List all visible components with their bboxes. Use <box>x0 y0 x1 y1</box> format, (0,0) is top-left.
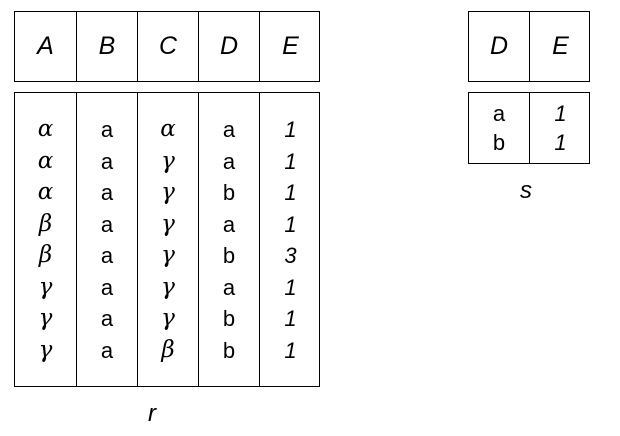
s-header-cell: E <box>530 12 591 81</box>
r-cell-value: α <box>37 116 54 142</box>
r-column-header: C <box>158 32 178 60</box>
r-cell-value: α <box>37 147 54 174</box>
s-column-header: D <box>489 32 509 60</box>
s-cell-value: b <box>492 130 506 155</box>
r-cell-value: 1 <box>284 117 297 142</box>
r-column-header: A <box>37 32 54 60</box>
r-cell-value: a <box>222 211 236 237</box>
r-cell-value: a <box>100 148 114 174</box>
r-cell-value: b <box>222 306 236 331</box>
r-cell-value: 1 <box>284 337 297 363</box>
r-column-header: B <box>98 32 116 60</box>
r-column-header: D <box>219 32 239 60</box>
r-cell-value: 1 <box>284 180 297 205</box>
r-cell-value: 1 <box>284 148 297 174</box>
r-cell-value: γ <box>38 336 53 363</box>
r-cell-value: a <box>100 117 114 142</box>
r-cell-value: 1 <box>284 306 297 331</box>
r-column-header: E <box>282 32 299 60</box>
r-cell-value: β <box>38 210 53 237</box>
r-cell-value: a <box>100 180 114 205</box>
r-cell-value: γ <box>38 305 53 331</box>
s-cell-value: 1 <box>554 130 567 155</box>
r-header-cell: B <box>77 12 138 81</box>
r-cell-value: α <box>37 179 54 205</box>
r-cell-value: b <box>222 180 236 205</box>
r-cell-value: γ <box>161 147 175 174</box>
relation-s-header: D E <box>468 11 590 82</box>
relation-r-header: A B C D E <box>14 11 320 82</box>
s-cell-value: 1 <box>554 101 567 126</box>
r-cell-value: a <box>100 306 114 331</box>
r-cell-value: a <box>100 337 114 363</box>
relation-r-caption: r <box>148 400 156 427</box>
relation-s-caption: s <box>520 177 532 204</box>
r-cell-value: γ <box>161 305 175 331</box>
r-cell-value: a <box>100 274 114 300</box>
r-header-cell: E <box>260 12 321 81</box>
r-cell-value: β <box>161 336 175 363</box>
s-cell-value: a <box>492 101 506 126</box>
s-column-header: E <box>552 32 569 60</box>
r-cell-value: a <box>100 211 114 237</box>
r-cell-value: β <box>38 242 53 268</box>
r-cell-value: 3 <box>284 243 297 268</box>
r-cell-value: α <box>160 116 176 142</box>
r-cell-value: a <box>222 117 236 142</box>
r-cell-value: b <box>222 337 236 363</box>
r-column: 1 1 1 1 3 1 1 1 <box>260 93 321 386</box>
r-header-cell: D <box>199 12 260 81</box>
r-header-cell: A <box>15 12 77 81</box>
r-cell-value: γ <box>161 179 175 205</box>
r-header-cell: C <box>138 12 199 81</box>
r-cell-value: 1 <box>284 274 297 300</box>
r-cell-value: a <box>100 243 114 268</box>
r-cell-value: b <box>222 243 236 268</box>
r-cell-value: γ <box>161 210 175 237</box>
r-cell-value: a <box>222 274 236 300</box>
r-cell-value: γ <box>161 273 175 300</box>
s-header-cell: D <box>469 12 530 81</box>
r-cell-value: γ <box>38 273 53 300</box>
r-cell-value: 1 <box>284 211 297 237</box>
r-cell-value: γ <box>161 242 175 268</box>
r-cell-value: a <box>222 148 236 174</box>
